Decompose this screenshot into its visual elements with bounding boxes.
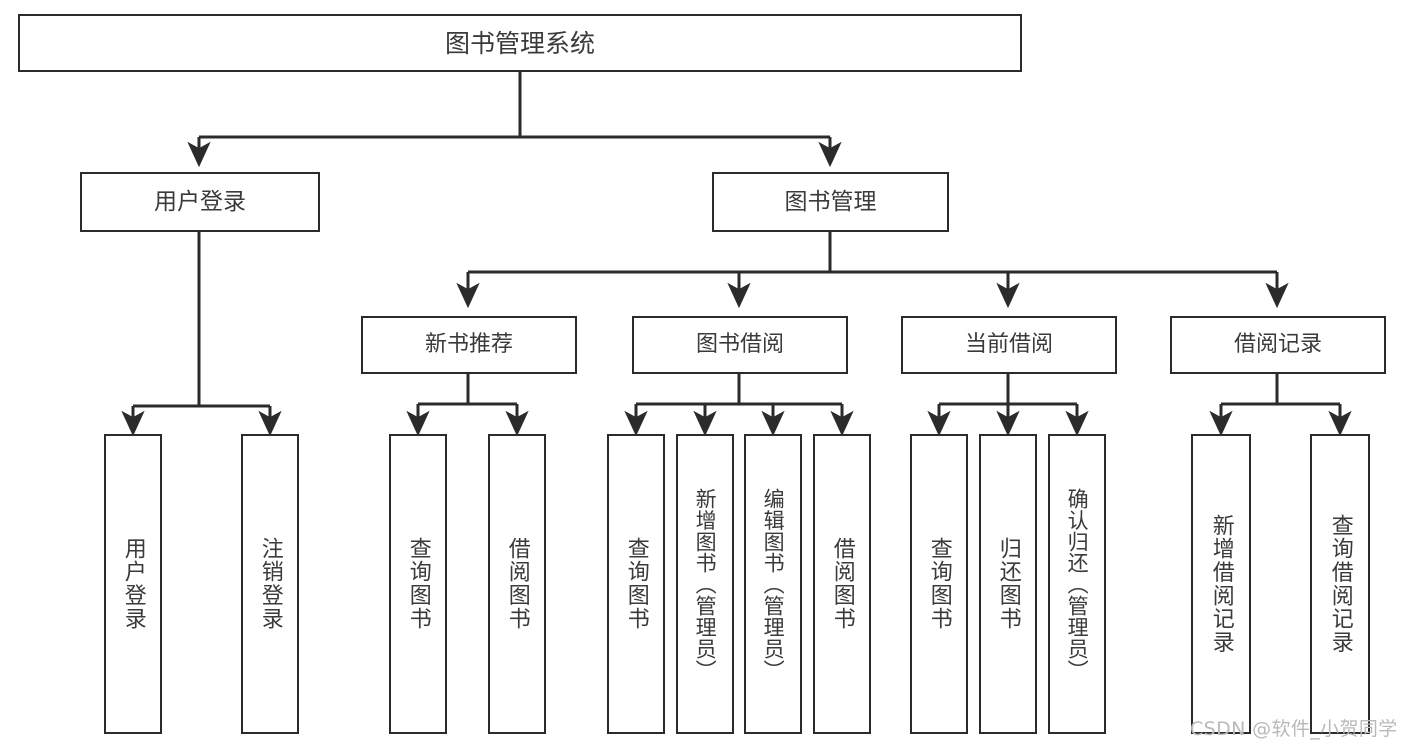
leaf-record-query-borrow-record[interactable]: 查询借阅记录 [1310, 434, 1370, 734]
node-new-book-recommend[interactable]: 新书推荐 [361, 316, 577, 374]
node-borrow-record[interactable]: 借阅记录 [1170, 316, 1386, 374]
node-root-book-management-system[interactable]: 图书管理系统 [18, 14, 1022, 72]
node-label: 借阅记录 [1233, 332, 1322, 358]
node-label: 用户登录 [154, 188, 246, 215]
node-label: 新增借阅记录 [1208, 514, 1234, 654]
node-label: 注销登录 [257, 537, 283, 631]
leaf-borrow-borrow-book[interactable]: 借阅图书 [813, 434, 871, 734]
leaf-current-query-book[interactable]: 查询图书 [910, 434, 968, 734]
leaf-record-add-borrow-record[interactable]: 新增借阅记录 [1191, 434, 1251, 734]
node-label: 借阅图书 [504, 537, 530, 631]
leaf-current-return-book[interactable]: 归还图书 [979, 434, 1037, 734]
leaf-borrow-add-book-admin[interactable]: 新增图书（管理员） [676, 434, 734, 734]
node-label: 查询图书 [623, 537, 649, 631]
node-book-borrow[interactable]: 图书借阅 [632, 316, 848, 374]
node-label: 当前借阅 [964, 332, 1053, 358]
leaf-borrow-query-book[interactable]: 查询图书 [607, 434, 665, 734]
node-user-login[interactable]: 用户登录 [80, 172, 320, 232]
node-label: 用户登录 [120, 537, 146, 631]
node-label: 新书推荐 [424, 332, 513, 358]
node-label: 查询借阅记录 [1327, 514, 1353, 654]
node-label: 图书管理系统 [444, 28, 595, 58]
leaf-current-confirm-return-admin[interactable]: 确认归还（管理员） [1048, 434, 1106, 734]
node-book-management[interactable]: 图书管理 [712, 172, 949, 232]
leaf-user-login-signin[interactable]: 用户登录 [104, 434, 162, 734]
node-label: 图书借阅 [695, 332, 784, 358]
node-label: 查询图书 [405, 537, 431, 631]
node-label: 新增图书（管理员） [693, 487, 718, 681]
leaf-newbook-borrow-book[interactable]: 借阅图书 [488, 434, 546, 734]
node-current-borrow[interactable]: 当前借阅 [901, 316, 1117, 374]
leaf-user-login-signout[interactable]: 注销登录 [241, 434, 299, 734]
leaf-newbook-query-book[interactable]: 查询图书 [389, 434, 447, 734]
node-label: 编辑图书（管理员） [761, 487, 786, 681]
node-label: 确认归还（管理员） [1065, 487, 1090, 681]
node-label: 归还图书 [995, 537, 1021, 631]
csdn-watermark: CSDN @软件_小贺同学 [1190, 718, 1398, 740]
node-label: 借阅图书 [829, 537, 855, 631]
node-label: 查询图书 [926, 537, 952, 631]
node-label: 图书管理 [784, 188, 877, 215]
leaf-borrow-edit-book-admin[interactable]: 编辑图书（管理员） [744, 434, 802, 734]
